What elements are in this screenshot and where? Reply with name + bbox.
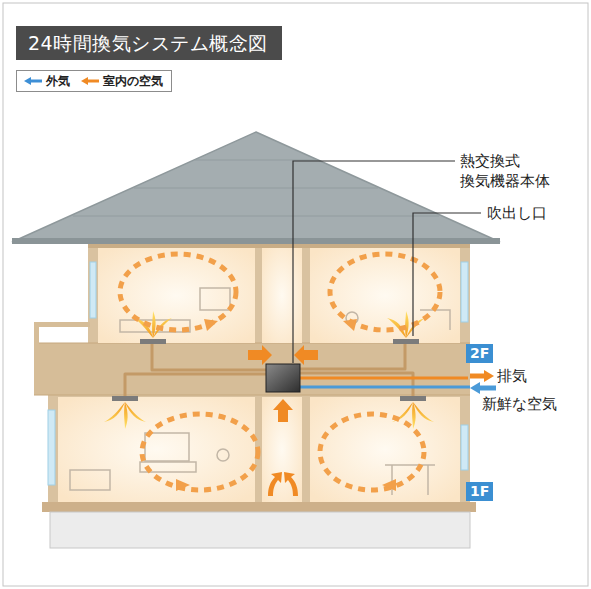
circulation-loop: [330, 254, 440, 330]
furniture: [70, 288, 450, 495]
return-air-arrows: [248, 345, 318, 496]
arrowhead: [382, 479, 396, 491]
outlet-airflow: [104, 402, 146, 429]
exhaust-arrow-shaft: [470, 374, 486, 379]
window: [461, 262, 468, 322]
outside-air-arrows: [470, 370, 496, 394]
return-arrow: [294, 345, 318, 365]
roof-shape: [12, 132, 500, 242]
window: [90, 262, 96, 318]
legend-arrow-shaft: [87, 80, 99, 83]
window: [461, 425, 468, 470]
roof-fascia: [12, 238, 500, 244]
floor-slab: [34, 343, 470, 395]
rooms: [58, 248, 460, 502]
legend-arrow: [80, 76, 100, 86]
return-arrow: [284, 472, 298, 496]
legend-arrowhead: [81, 77, 88, 85]
legend-arrow: [23, 76, 43, 86]
arrowhead: [204, 319, 218, 331]
circulation-loop: [120, 254, 236, 330]
outlet-airflow: [134, 311, 172, 338]
legend-item: 外気: [23, 73, 70, 89]
leader-line: [293, 161, 455, 363]
legend-box: 外気 室内の空気: [16, 70, 172, 92]
exhaust-duct: [300, 377, 468, 380]
return-arrow: [273, 399, 293, 422]
arrowhead: [176, 479, 190, 491]
circulation-loop: [320, 414, 424, 490]
room: [310, 397, 460, 502]
circulation-loop: [142, 414, 258, 490]
room: [262, 248, 302, 343]
outlet-vent: [140, 339, 166, 344]
return-arrow: [248, 345, 272, 365]
outlet-vent: [400, 396, 426, 401]
floor-label: 1F: [470, 483, 489, 500]
exhaust-arrowhead: [484, 370, 494, 382]
floor-label: 2F: [470, 345, 489, 362]
outlet-vent: [112, 396, 138, 401]
room: [58, 397, 255, 502]
sofa-sketch: [70, 470, 110, 490]
room: [98, 248, 255, 343]
roof: [12, 132, 500, 244]
ducts: [125, 343, 470, 397]
fresh-air-duct: [300, 386, 470, 389]
house-walls: [34, 244, 470, 505]
foundation-base: [50, 512, 470, 548]
fresh-air-arrow-shaft: [478, 386, 496, 391]
return-arrow: [268, 472, 282, 496]
floor-badge: 2F: [466, 344, 493, 363]
outer-frame: [3, 3, 588, 586]
foundation-beam: [42, 502, 476, 512]
legend-text: 外気: [46, 73, 70, 89]
roof-line: [195, 160, 317, 161]
room: [310, 248, 460, 343]
legend-item: 室内の空気: [80, 73, 163, 89]
room: [262, 397, 302, 502]
title-band: 24時間換気システム概念図: [16, 26, 282, 60]
balcony-rail: [34, 322, 90, 327]
airflow-label: 排気: [497, 366, 527, 386]
air-outlets: [104, 311, 434, 429]
room-air-circulation: [120, 254, 440, 490]
airflow-label: 新鮮な空気: [482, 394, 557, 414]
leader-lines: [293, 161, 481, 363]
legend-text: 室内の空気: [103, 73, 163, 89]
picture-sketch: [200, 288, 230, 310]
supply-duct: [125, 374, 266, 397]
circulation-heads: [176, 319, 396, 491]
legend-arrowhead: [24, 77, 31, 85]
leader-line: [413, 213, 481, 336]
balcony-post: [34, 322, 39, 344]
outlet-vent: [393, 339, 419, 344]
slab-edge: [34, 395, 470, 396]
outlet-label: 吹出し口: [487, 203, 547, 223]
floor-badge: 1F: [466, 482, 493, 501]
foundation: [42, 502, 476, 548]
roof-line: [73, 216, 439, 217]
tv-sketch: [145, 433, 189, 461]
window: [48, 410, 55, 485]
heat-exchanger-unit: [266, 364, 300, 392]
fresh-air-arrowhead: [470, 382, 480, 394]
figure-sketch: [217, 449, 229, 461]
legend-arrow-shaft: [30, 80, 42, 83]
unit-label: 熱交換式 換気機器本体: [460, 151, 559, 191]
outlet-airflow: [392, 402, 434, 429]
roof-line: [134, 188, 378, 189]
arrowhead: [343, 319, 357, 331]
